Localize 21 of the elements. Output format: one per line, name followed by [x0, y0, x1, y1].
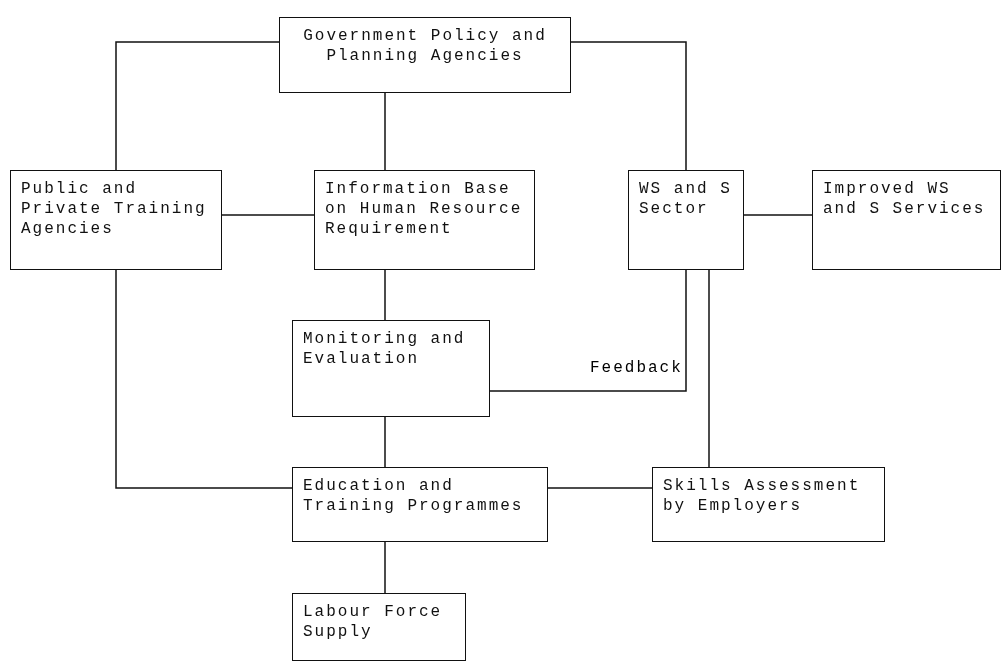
process-box: Government Policy and Planning Agencies: [279, 17, 571, 93]
connector-line: [115, 41, 280, 171]
connector-line: [708, 269, 710, 468]
connector-line: [115, 269, 293, 489]
connector-line: [384, 269, 386, 321]
connector-line: [547, 487, 653, 489]
connector-line: [384, 92, 386, 171]
connector-line: [384, 541, 386, 594]
process-box: Skills Assessment by Employers: [652, 467, 885, 542]
process-box: Public and Private Training Agencies: [10, 170, 222, 270]
connector-line: [743, 214, 813, 216]
process-box: Monitoring and Evaluation: [292, 320, 490, 417]
process-box: Education and Training Programmes: [292, 467, 548, 542]
process-box: Information Base on Human Resource Requirement: [314, 170, 535, 270]
process-box: WS and S Sector: [628, 170, 744, 270]
connector-line: [384, 416, 386, 468]
process-box: Improved WS and S Services: [812, 170, 1001, 270]
process-box: Labour Force Supply: [292, 593, 466, 661]
connector-line: [489, 269, 687, 392]
connector-line: [570, 41, 687, 171]
connector-line: [221, 214, 315, 216]
